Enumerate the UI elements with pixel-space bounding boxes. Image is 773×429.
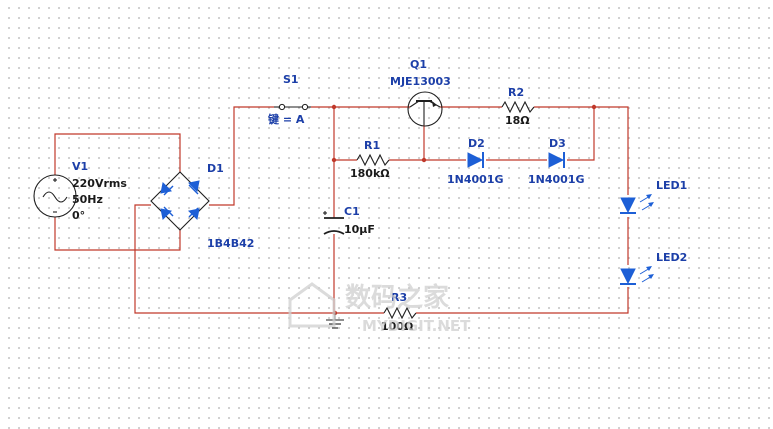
r2-resistor [501,100,535,114]
r3-resistor [383,306,417,320]
c1-capacitor [323,211,345,235]
led1 [620,194,654,214]
wires [54,106,629,314]
v1-voltage: 220Vrms [72,177,127,190]
junction-base-node [421,157,427,163]
c1-ref: C1 [344,205,360,218]
d1-value: 1B4B42 [207,237,254,250]
r3-ref: R3 [391,291,407,304]
v1-frequency: 50Hz [72,193,103,206]
d3-value: 1N4001G [528,173,585,186]
led2 [620,266,654,285]
r2-value: 18Ω [505,114,530,127]
d2-value: 1N4001G [447,173,504,186]
wire-bridge-to-switch [209,106,274,206]
s1-ref: S1 [283,73,299,86]
q1-ref: Q1 [410,58,427,71]
watermark: 数码之家 MYDIGIT.NET [288,282,471,335]
d1-ref: D1 [207,162,224,175]
r1-resistor [356,153,390,167]
led2-ref: LED2 [656,251,687,264]
c1-value: 10µF [344,223,375,236]
r2-ref: R2 [508,86,524,99]
v1-ac-source [33,174,77,218]
q1-transistor [407,91,443,127]
d3-diode [548,152,565,168]
junction-r2-node [591,104,597,110]
q1-value: MJE13003 [390,75,451,88]
wire-d3-to-r2 [567,107,595,161]
led1-ref: LED1 [656,179,687,192]
wire-bridge-negative [134,204,335,314]
v1-ref: V1 [72,160,88,173]
s1-switch [274,103,311,111]
r1-value: 180kΩ [350,167,390,180]
s1-key: 键 = A [267,112,305,126]
v1-phase: 0° [72,209,85,222]
d2-ref: D2 [468,137,485,150]
wire-v1-top [54,133,181,175]
junction-top-node [331,104,337,110]
wire-led2-to-r3 [416,287,629,314]
watermark-cn: 数码之家 [345,282,449,313]
watermark-url: MYDIGIT.NET [362,317,471,335]
d1-bridge-rectifier [150,171,210,231]
wire-v1-bottom [54,217,181,251]
junction-r1-node [331,157,337,163]
d3-ref: D3 [549,137,566,150]
r1-ref: R1 [364,139,380,152]
watermark-house-icon [288,282,336,328]
d2-diode [467,152,484,168]
wire-r2-to-led1 [534,106,629,195]
r3-value: 100Ω [381,320,414,333]
